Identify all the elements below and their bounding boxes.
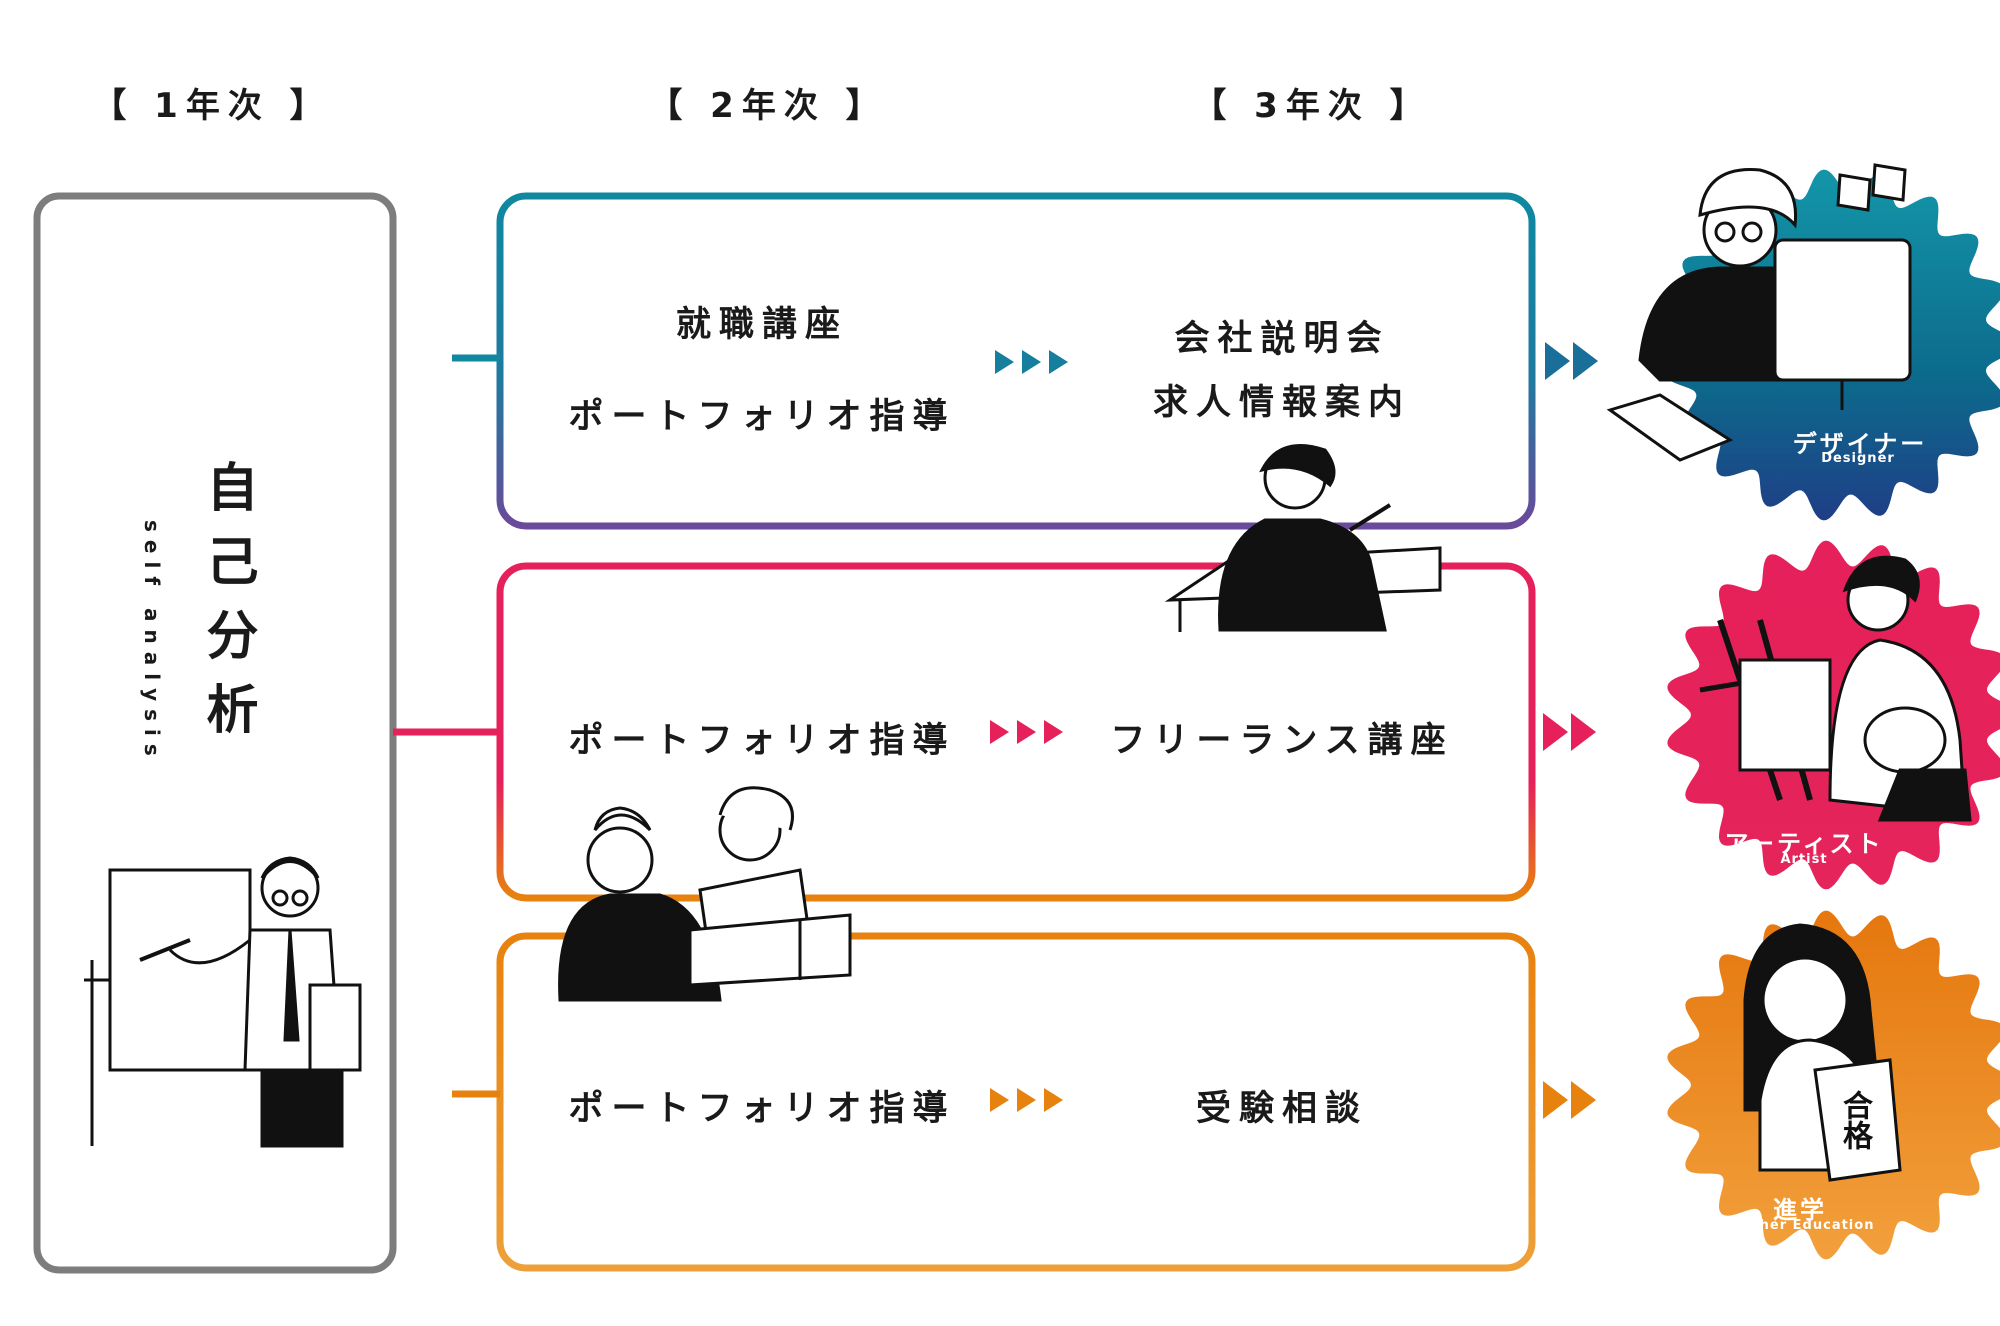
study-pair-illustration: [558, 786, 852, 1002]
track-2-year3: フリーランス講座: [1110, 721, 1454, 761]
track-1-year3-line2: 求人情報案内: [1152, 383, 1412, 423]
double-arrow-icon-2: [1543, 713, 1596, 751]
track-3-year3: 受験相談: [1195, 1089, 1369, 1129]
track-education-box: [496, 932, 1536, 1272]
arrow-icon-track-2: [990, 720, 1063, 744]
year-2-heading: 【 2年次 】: [648, 86, 888, 126]
track-1-year2-line1: 就職講座: [675, 305, 849, 345]
double-arrow-icon-3: [1543, 1081, 1596, 1119]
badge-designer-en: Designer: [1821, 451, 1895, 466]
track-2-year2: ポートフォリオ指導: [568, 721, 956, 761]
badge-designer-label: デザイナー: [1792, 430, 1928, 458]
badge-education-label: 進学: [1773, 1196, 1827, 1224]
badge-artist-en: Artist: [1780, 852, 1828, 867]
track-1-year2-line2: ポートフォリオ指導: [568, 397, 956, 437]
track-3-year2: ポートフォリオ指導: [568, 1089, 956, 1129]
year-3-heading: 【 3年次 】: [1192, 86, 1432, 126]
artist-illustration: [1699, 555, 1972, 822]
track-design-box: [496, 192, 1536, 530]
arrow-icon-track-1: [995, 350, 1068, 374]
badge-education-en: Further Education: [1725, 1218, 1875, 1233]
track-1-year3-dot: ・: [1266, 342, 1298, 367]
year-1-heading: 【 1年次 】: [92, 86, 332, 126]
self-analysis-subtitle: self analysis: [140, 520, 164, 764]
arrow-icon-track-3: [990, 1088, 1063, 1112]
teacher-illustration: [84, 856, 362, 1148]
designer-illustration: [1606, 163, 1912, 462]
student-success-illustration: [1743, 923, 1902, 1182]
branch-connector: [393, 354, 500, 1098]
track-1-year3-line1: 会社説明会: [1174, 319, 1390, 359]
badge-artist-label: アーティスト: [1724, 830, 1884, 858]
double-arrow-icon-1: [1545, 342, 1598, 380]
pass-stamp: 合格: [1837, 1090, 1872, 1150]
self-analysis-title: 自己分析: [197, 460, 257, 756]
student-drawing-illustration: [1164, 444, 1442, 632]
